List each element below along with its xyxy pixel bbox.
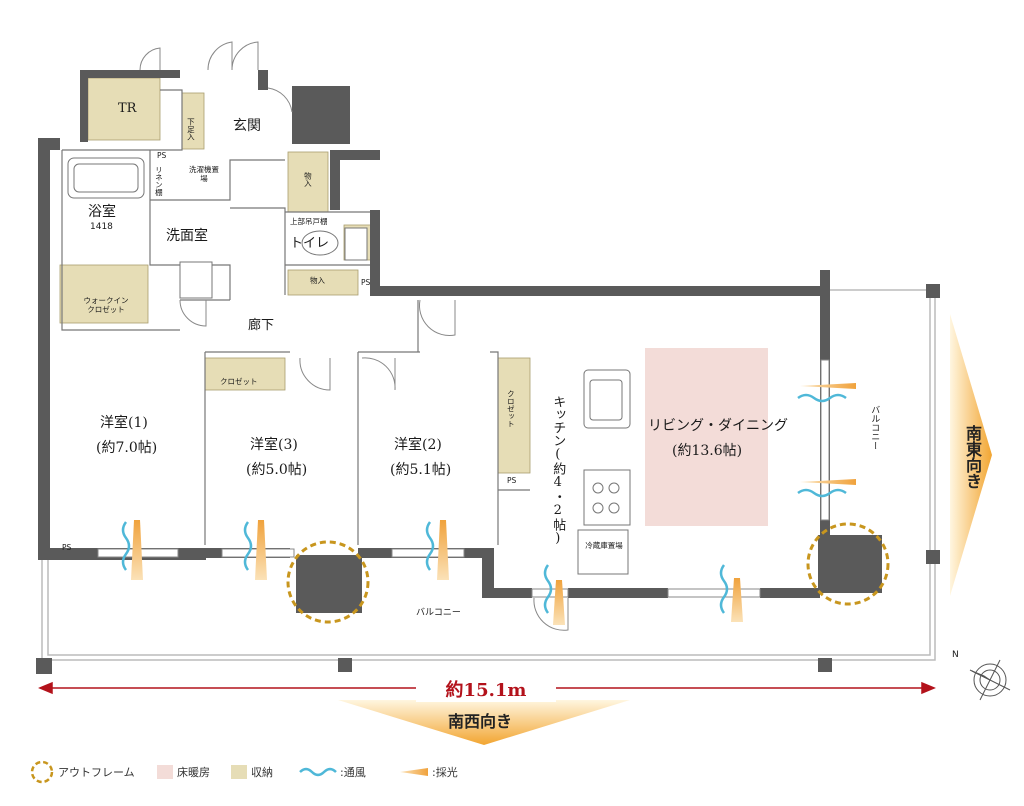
legend-wind: :通風 [340, 766, 366, 779]
kitchen-fixtures [577, 369, 631, 575]
closet-2-label: クロゼット [506, 390, 516, 428]
bath-size-label: 1418 [90, 222, 113, 232]
ps-top-label: PS [157, 151, 167, 160]
legend-outframe: アウトフレーム [58, 766, 135, 779]
legend-icons [30, 760, 428, 784]
room-2-name: 洋室(2) [394, 437, 442, 453]
outframe-markers [286, 522, 890, 624]
storage-2-label: 物入 [310, 276, 325, 285]
washroom-label: 洗面室 [166, 228, 208, 244]
toilet-label: トイレ [290, 236, 330, 251]
balcony-railing [41, 289, 936, 661]
linen-label: リネン棚 [154, 166, 164, 196]
ps-bottom-label: PS [62, 543, 72, 552]
balcony-bottom-label: バルコニー [416, 608, 461, 618]
compass-north-label: N [952, 650, 959, 660]
kitchen-label: キッチン(約4・2帖) [550, 395, 566, 546]
fridge-label: 冷蔵庫置場 [585, 541, 623, 550]
balcony-right-label: バルコニー [869, 405, 880, 450]
storage-1-label: 物入 [303, 172, 313, 187]
room-3-name: 洋室(3) [250, 437, 298, 453]
structural-columns [36, 284, 940, 674]
hallway-label: 廊下 [248, 318, 275, 333]
closet-3-label: クロゼット [220, 377, 258, 386]
southwest-direction-label: 南西向き [447, 712, 512, 731]
legend-storage: 収納 [251, 766, 273, 779]
ps-right-label: PS [361, 278, 371, 287]
light-markers-horizontal [800, 383, 856, 485]
upper-cabinet-label: 上部吊戸棚 [290, 217, 328, 226]
bath-fixtures [67, 157, 368, 299]
light-markers [131, 520, 743, 625]
southeast-arrow [950, 314, 992, 596]
walk-in-closet-label: ウォークイン クロゼット [83, 296, 129, 315]
floor-heating-area [645, 348, 768, 526]
southeast-direction-label: 南東向き [963, 425, 982, 489]
dimension-label: 約15.1m [416, 676, 556, 702]
legend-floor-heating: 床暖房 [177, 766, 210, 779]
room-2-size: (約5.1帖) [390, 462, 452, 478]
compass-icon [969, 659, 1011, 701]
living-dining-size: (約13.6帖) [672, 443, 743, 459]
room-3-size: (約5.0帖) [246, 462, 308, 478]
living-dining-name: リビング・ダイニング [648, 418, 788, 434]
bath-label: 浴室 [88, 204, 116, 220]
ps-kitchen-label: PS [507, 476, 517, 485]
shoe-storage-label: 下足入 [186, 118, 196, 141]
storage-areas [59, 77, 531, 474]
room-1-name: 洋室(1) [100, 415, 148, 431]
entrance-label: 玄関 [233, 118, 261, 134]
room-1-size: (約7.0帖) [96, 440, 158, 456]
legend-light: :採光 [432, 766, 458, 779]
doors [139, 41, 569, 631]
washer-label: 洗濯機置場 [189, 165, 219, 184]
wind-markers [121, 393, 847, 614]
tr-label: TR [118, 101, 137, 116]
southwest-arrow [338, 700, 630, 745]
